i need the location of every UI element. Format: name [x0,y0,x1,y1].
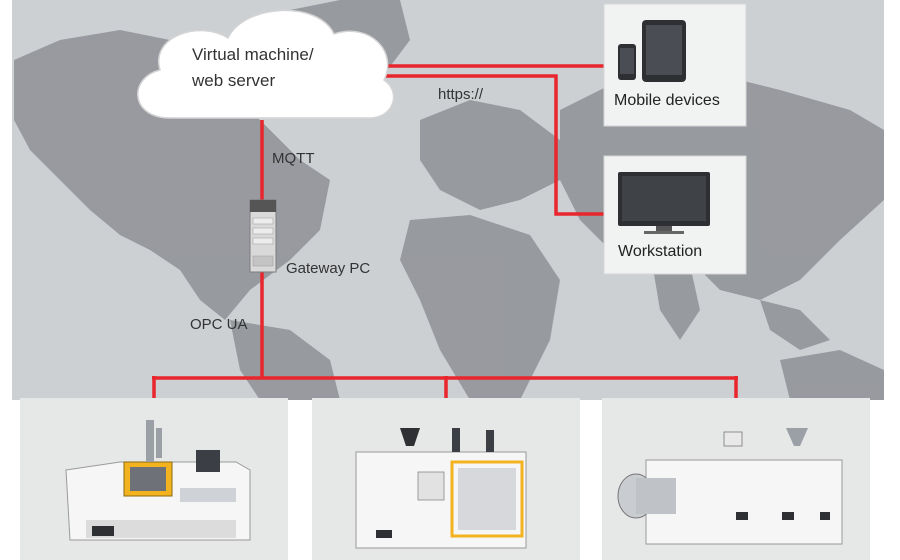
mobile-devices-panel [603,3,747,127]
cloud-label-line2: web server [192,71,276,90]
mobile-devices-label: Mobile devices [614,92,720,109]
cloud-label-line1: Virtual machine/ [192,45,314,64]
link-cloud-workstation [384,74,604,216]
extruder-machine-icon [617,428,843,545]
blow-molding-machine-icon [355,428,527,549]
network-links [152,64,738,398]
opcua-label: OPC UA [190,316,248,333]
gateway-pc-label: Gateway PC [286,260,371,277]
mqtt-label: MQTT [272,150,315,167]
injection-molding-machine-1-icon [65,420,251,541]
workstation-label: Workstation [618,243,703,260]
workstation-panel [603,155,747,275]
gateway-pc-icon [249,199,277,273]
https-label: https:// [438,86,484,103]
cloud-shape [137,9,395,119]
